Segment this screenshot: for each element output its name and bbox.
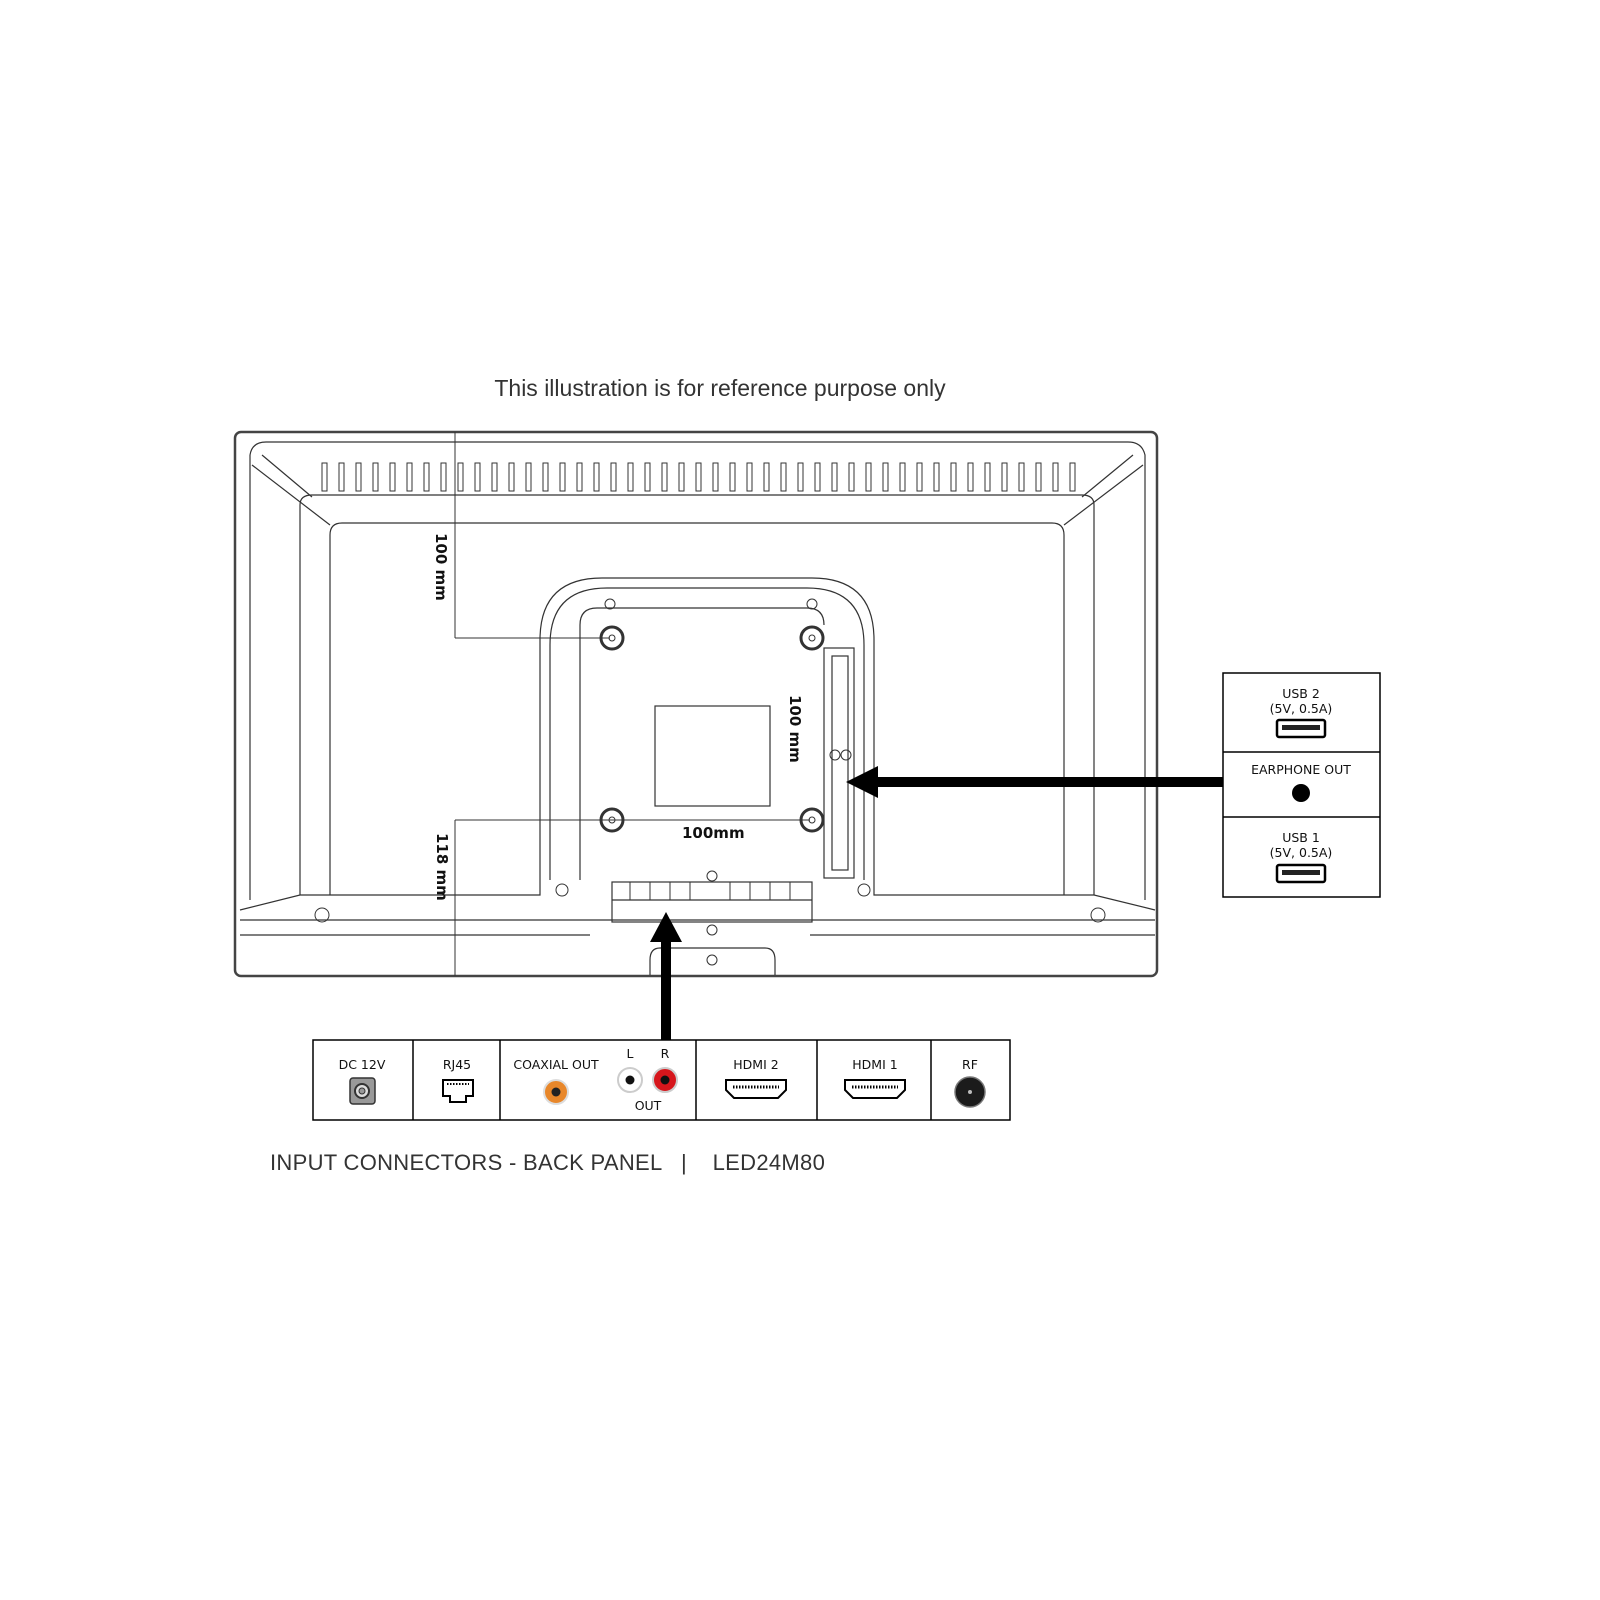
arrow-to-bottom-ports [650,912,682,1040]
dim-top-100mm: 100 mm [432,533,450,601]
usb2-label: USB 2 [1282,686,1320,701]
rca-out-label: OUT [635,1098,662,1113]
footer-caption: INPUT CONNECTORS - BACK PANEL | LED24M80 [270,1150,826,1175]
vesa-mount-holes [314,598,1106,966]
usb-port-icon [1275,718,1327,739]
bottom-ports-panel: DC 12V RJ45 COAXIAL OUT L R OUT HDMI 2 H… [312,1039,1011,1121]
reference-note: This illustration is for reference purpo… [494,375,946,401]
coaxial-port-icon [543,1079,569,1105]
dc12v-label: DC 12V [339,1057,386,1072]
usb-port-icon [1275,863,1327,884]
rj45-label: RJ45 [443,1057,471,1072]
coaxial-out-label: COAXIAL OUT [513,1057,599,1072]
rca-l-label: L [627,1046,634,1061]
rca-r-label: R [661,1046,670,1061]
vent-slots [321,462,1076,492]
dim-horizontal-100mm: 100mm [682,824,745,842]
earphone-label: EARPHONE OUT [1251,762,1351,777]
rf-antenna-port-icon [954,1076,986,1108]
hdmi-port-icon [725,1079,787,1099]
dim-vertical-100mm: 100 mm [786,695,804,763]
usb1-label: USB 1 [1282,830,1320,845]
hdmi-port-icon [844,1079,906,1099]
dc-power-jack-icon [349,1077,376,1105]
hdmi1-label: HDMI 1 [852,1057,897,1072]
ethernet-port-icon [442,1079,474,1103]
rca-audio-out-icon [617,1067,678,1093]
side-ports-panel: USB 2 (5V, 0.5A) EARPHONE OUT USB 1 (5V,… [1222,672,1381,898]
earphone-jack-icon [1292,784,1310,802]
rf-label: RF [962,1057,978,1072]
arrow-to-side-ports [846,766,1223,798]
usb1-sublabel: (5V, 0.5A) [1270,845,1333,860]
usb2-sublabel: (5V, 0.5A) [1270,701,1333,716]
hdmi2-label: HDMI 2 [733,1057,778,1072]
dim-bottom-118mm: 118 mm [433,833,451,901]
